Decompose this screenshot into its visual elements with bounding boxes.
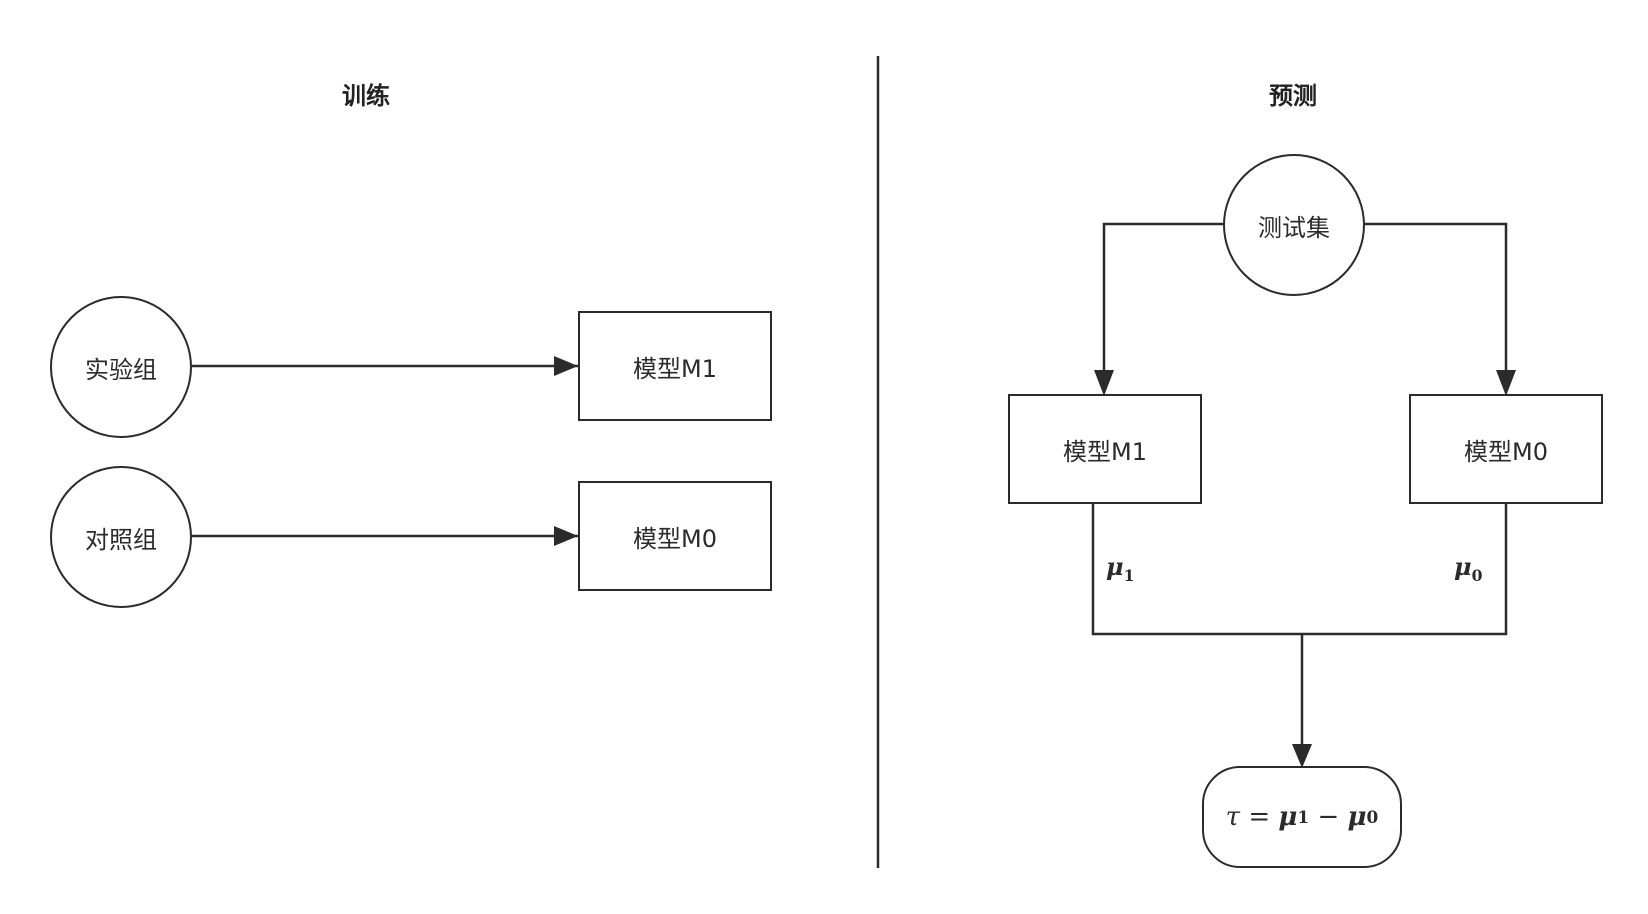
arrow-testset-to-m0 xyxy=(1362,222,1508,372)
test-set-node: 测试集 xyxy=(1223,154,1365,296)
train-model-m0-node: 模型M0 xyxy=(578,481,772,591)
predict-model-m1-node: 模型M1 xyxy=(1008,394,1202,504)
arrowhead-merge-to-result xyxy=(1292,744,1312,768)
result-tau: τ xyxy=(1225,802,1241,832)
line-m0-to-merge xyxy=(1302,503,1508,636)
arrow-testset-to-m1 xyxy=(1102,222,1224,372)
predict-model-m0-node: 模型M0 xyxy=(1409,394,1603,504)
treatment-group-node: 实验组 xyxy=(50,296,192,438)
arrowhead-treatment-to-m1 xyxy=(554,356,578,376)
arrowhead-testset-to-m0 xyxy=(1496,370,1516,396)
mu0-label: μ0 xyxy=(1454,552,1483,585)
line-m1-to-merge xyxy=(1091,503,1302,636)
control-group-node: 对照组 xyxy=(50,466,192,608)
result-eq: = xyxy=(1240,802,1279,832)
mu1-label: μ1 xyxy=(1106,552,1135,585)
train-title: 训练 xyxy=(342,82,390,110)
arrowhead-control-to-m0 xyxy=(554,526,578,546)
result-mu0-sub: 0 xyxy=(1366,807,1379,827)
train-model-m1-node: 模型M1 xyxy=(578,311,772,421)
arrowhead-testset-to-m1 xyxy=(1094,370,1114,396)
predict-title: 预测 xyxy=(1269,82,1317,110)
result-mu1-sub: 1 xyxy=(1297,807,1310,827)
result-mu1: μ xyxy=(1278,802,1298,832)
result-mu0: μ xyxy=(1347,802,1367,832)
result-minus: − xyxy=(1309,802,1348,832)
